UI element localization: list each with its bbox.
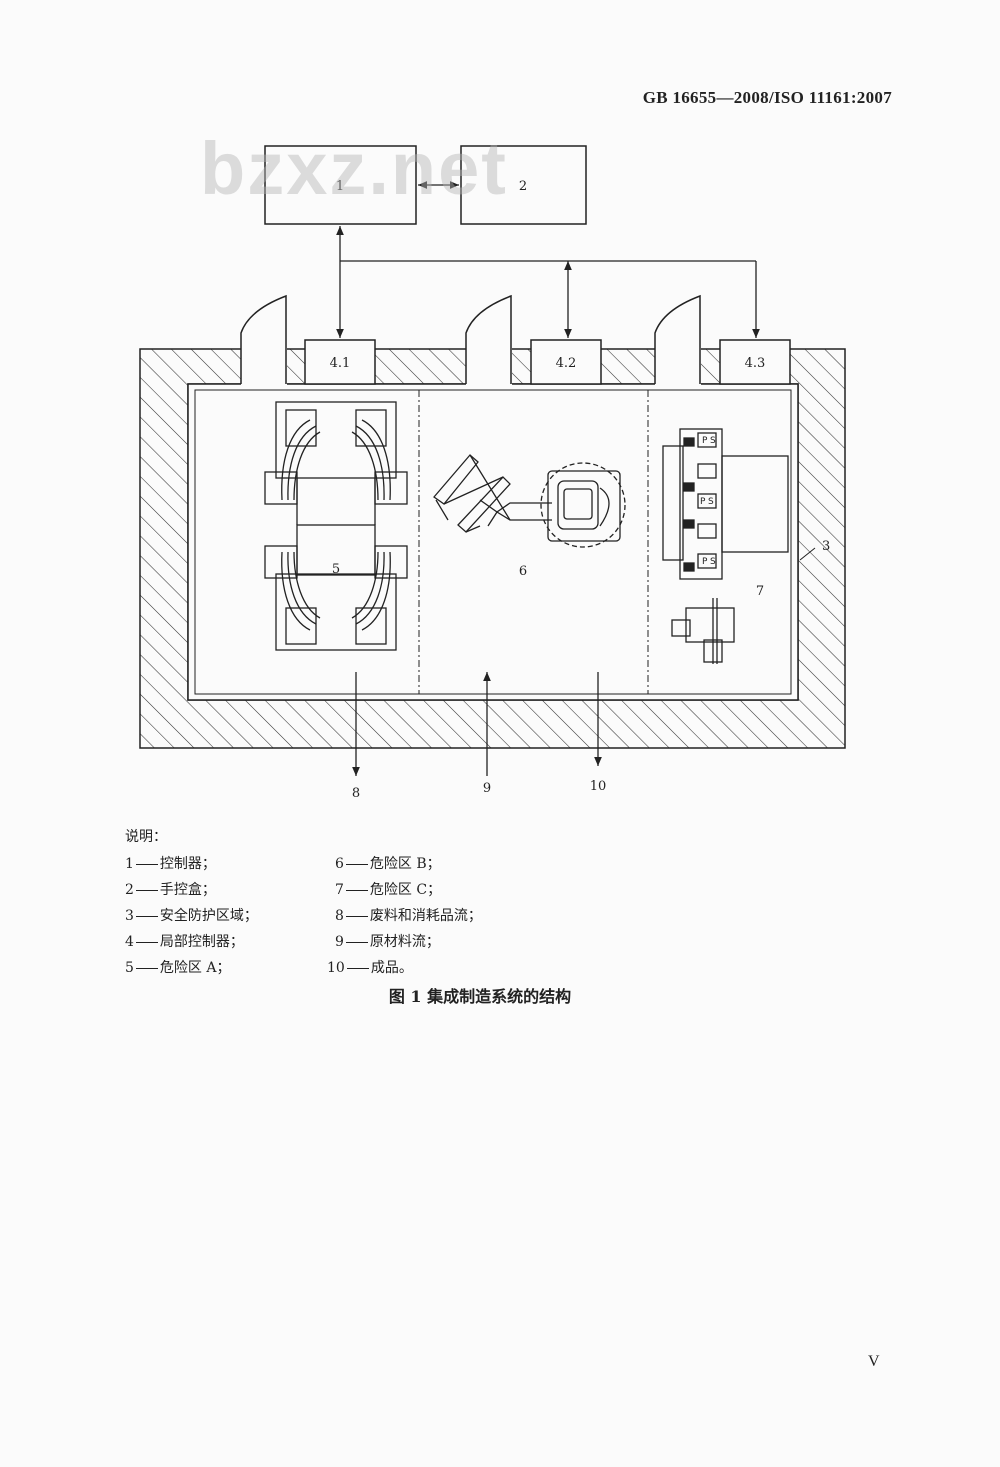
legend-item-3: 3 安全防护区域； <box>125 905 258 925</box>
legend-item-5: 5 危险区 A； <box>125 957 230 977</box>
legend-number: 4 <box>125 934 134 950</box>
legend-text: 废料和消耗品流； <box>369 908 482 924</box>
legend-item-6: 6 危险区 B； <box>335 853 441 873</box>
legend-item-2: 2 手控盒； <box>125 879 216 899</box>
legend-number: 3 <box>125 908 134 924</box>
zone-c-label: 7 <box>756 584 764 599</box>
machine-letter-p-1: P <box>702 436 708 446</box>
local-controller-4-3-label: 4.3 <box>745 356 766 371</box>
machine-letter-p-2: P <box>700 497 706 507</box>
standard-number: GB 16655—2008/ISO 11161:2007 <box>642 88 892 107</box>
legend-item-4: 4 局部控制器； <box>125 931 244 951</box>
legend-number: 6 <box>335 856 344 872</box>
system-structure-diagram: 4.1 4.2 4.3 1 2 <box>139 145 846 800</box>
legend-number: 1 <box>125 856 134 872</box>
legend-number: 10 <box>327 960 345 976</box>
machine-zone-c: P S P S P S 7 <box>662 428 789 664</box>
legend-text: 危险区 A； <box>159 960 231 976</box>
zone-a-label: 5 <box>332 562 340 577</box>
controller-block: 1 <box>264 145 417 225</box>
legend-number: 9 <box>335 934 344 950</box>
legend-number: 2 <box>125 882 134 898</box>
robot-zone-b: 6 <box>433 454 626 579</box>
legend-number: 8 <box>335 908 344 924</box>
machine-letter-s-3: S <box>710 557 716 567</box>
legend-item-7: 7 危险区 C； <box>335 879 441 899</box>
safeguard-label: 3 <box>822 539 830 554</box>
legend-text: 原材料流； <box>369 934 440 950</box>
pendant-label: 2 <box>519 179 527 194</box>
material-flows <box>352 672 602 776</box>
raw-material-flow-label: 9 <box>483 781 491 796</box>
waste-flow-label: 8 <box>352 786 360 800</box>
zone-b-label: 6 <box>519 564 527 579</box>
legend-item-9: 9 原材料流； <box>335 931 440 951</box>
legend-number: 7 <box>335 882 344 898</box>
machine-letter-s-1: S <box>710 436 716 446</box>
machine-letter-p-3: P <box>702 557 708 567</box>
legend-text: 安全防护区域； <box>159 908 258 924</box>
press-machine-zone-a: 5 <box>264 401 408 651</box>
legend-text: 危险区 C； <box>369 882 442 898</box>
legend-text: 手控盒； <box>159 882 216 898</box>
legend-text: 控制器； <box>159 856 216 872</box>
legend-item-8: 8 废料和消耗品流； <box>335 905 482 925</box>
legend-title: 说明： <box>125 829 167 845</box>
product-flow-label: 10 <box>590 779 607 794</box>
legend-number: 5 <box>125 960 134 976</box>
safeguard-area <box>139 348 846 749</box>
door-openings <box>240 294 701 386</box>
local-controllers: 4.1 4.2 4.3 <box>304 339 791 385</box>
legend-item-1: 1 控制器； <box>125 853 216 873</box>
legend-text: 危险区 B； <box>369 856 441 872</box>
zone-dividers <box>418 390 649 694</box>
local-controller-4-2-label: 4.2 <box>556 356 577 371</box>
safeguard-label-group: 3 <box>799 539 830 561</box>
legend-item-10: 10 成品。 <box>327 957 413 977</box>
pendant-block: 2 <box>460 145 587 225</box>
machine-letter-s-2: S <box>708 497 714 507</box>
figure-caption: 图 1 集成制造系统的结构 <box>388 987 572 1006</box>
legend-text: 局部控制器； <box>159 934 244 950</box>
local-controller-4-1-label: 4.1 <box>330 356 351 371</box>
watermark: bzxz.net <box>200 127 508 210</box>
controller-label: 1 <box>336 179 344 194</box>
communication-lines <box>336 181 760 338</box>
page-number: V <box>868 1353 880 1370</box>
legend-text: 成品。 <box>370 960 413 976</box>
